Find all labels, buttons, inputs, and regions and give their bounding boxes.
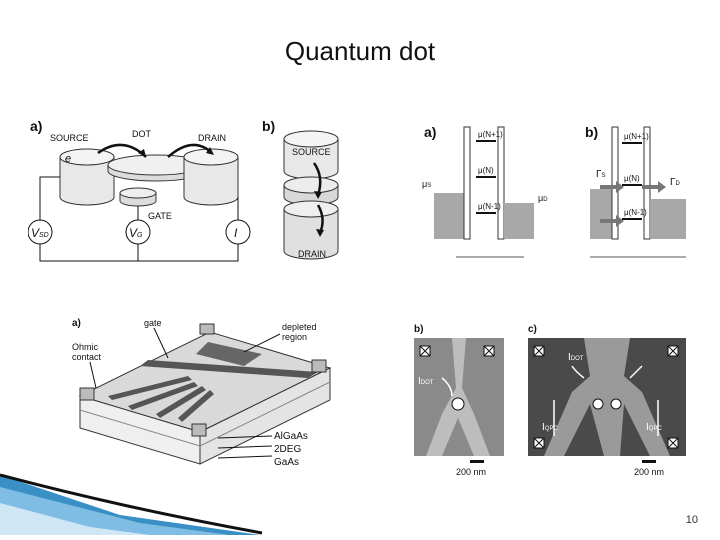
vsd-source: VSD — [28, 219, 53, 245]
2deg-label: 2DEG — [274, 444, 301, 455]
dot-disk — [107, 154, 205, 182]
decorative-swoosh — [0, 445, 720, 540]
contact-marker — [533, 345, 679, 449]
energy-level-figure: a) b) μ(N+1) μ(N) μ(N-1) μS μD μ(N+1) μ(… — [420, 115, 700, 265]
sem-micrograph-b: b) IDOT 200 nm — [412, 318, 506, 480]
electron-label: e — [65, 153, 71, 165]
mu-d-label: μD — [538, 193, 548, 203]
depleted-callout: depleted — [282, 322, 317, 332]
page-number: 10 — [685, 514, 698, 526]
scale-bar-label: 200 nm — [456, 467, 486, 477]
gate-electrode — [119, 187, 157, 207]
dot-schematic-figure: a) b) SOURCE e DOT DRAIN GATE VSD — [28, 115, 348, 265]
sem-micrograph-c: c) IDOT IQPC IQPC 200 nm — [524, 318, 690, 480]
mu-s-label: μS — [422, 179, 431, 189]
device-label-a: a) — [72, 318, 81, 329]
ohmic-callout: Ohmic — [72, 342, 99, 352]
vg-source: VG — [125, 219, 151, 245]
gaas-label: GaAs — [274, 457, 299, 468]
energy-label-b: b) — [585, 124, 598, 140]
slide-title: Quantum dot — [284, 36, 436, 66]
mu-n-plus-1-label: μ(N+1) — [478, 130, 503, 139]
mu-n-label: μ(N) — [478, 166, 494, 175]
source-cylinder — [59, 148, 115, 206]
b-mu-n-minus-1-label: μ(N-1) — [624, 208, 647, 217]
callout-lines — [89, 327, 281, 459]
figure-label-a: a) — [30, 118, 42, 134]
energy-label-a: a) — [424, 124, 436, 140]
current-meter: I — [225, 219, 251, 245]
circuit-wires — [39, 176, 239, 262]
sem-label-c: c) — [528, 324, 537, 335]
svg-text:VSD: VSD — [31, 226, 49, 240]
b-mu-n-plus-1-label: μ(N+1) — [624, 132, 649, 141]
region-callout: region — [282, 332, 307, 342]
iqpc-left-label: IQPC — [542, 422, 558, 433]
idot-label: IDOT — [418, 376, 434, 387]
iqpc-right-label: IQPC — [646, 422, 662, 433]
scale-bar-label: 200 nm — [634, 467, 664, 477]
device-3d-figure: a) gate depleted region Ohmic contact Al… — [68, 314, 348, 479]
drain-label: DRAIN — [198, 133, 226, 143]
stack-drain-label: DRAIN — [298, 249, 326, 259]
stack-source-label: SOURCE — [292, 147, 331, 157]
vertical-stack-diagram — [283, 130, 339, 260]
b-mu-n-label: μ(N) — [624, 174, 640, 183]
algaas-label: AlGaAs — [274, 431, 308, 442]
idot-label: IDOT — [568, 352, 584, 363]
device-slab — [78, 323, 332, 465]
svg-text:VG: VG — [129, 226, 143, 240]
contact-marker — [419, 345, 495, 357]
gate-label: GATE — [148, 211, 172, 221]
drain-cylinder — [183, 148, 239, 206]
energy-diagram-a — [434, 126, 534, 258]
svg-text:I: I — [234, 226, 238, 240]
contact-callout: contact — [72, 352, 102, 362]
energy-diagram-b — [590, 126, 686, 258]
dot-label: DOT — [132, 129, 152, 139]
figure-label-b: b) — [262, 118, 275, 134]
gate-callout: gate — [144, 318, 162, 328]
source-label: SOURCE — [50, 133, 89, 143]
gamma-d-label: ΓD — [670, 177, 681, 188]
sem-label-b: b) — [414, 324, 423, 335]
gamma-s-label: ΓS — [596, 169, 606, 180]
mu-n-minus-1-label: μ(N-1) — [478, 202, 501, 211]
